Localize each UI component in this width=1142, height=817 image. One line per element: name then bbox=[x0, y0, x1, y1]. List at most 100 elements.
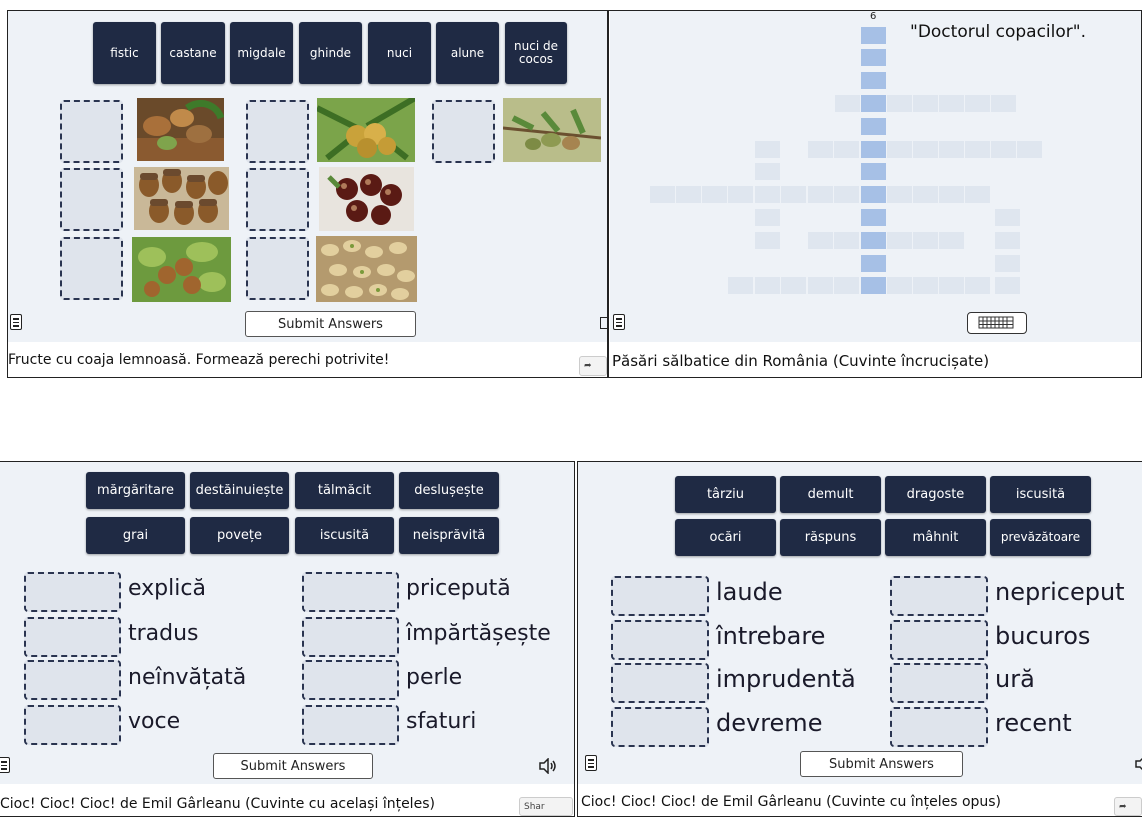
answer-tile[interactable]: târziu bbox=[675, 476, 776, 513]
answer-tile[interactable]: deslușește bbox=[399, 472, 499, 509]
crossword-cell[interactable] bbox=[913, 232, 938, 249]
crossword-cell[interactable] bbox=[887, 95, 912, 112]
crossword-cell[interactable] bbox=[808, 141, 833, 158]
drop-slot[interactable] bbox=[60, 168, 123, 231]
crossword-cell[interactable] bbox=[702, 186, 727, 203]
crossword-cell-active[interactable] bbox=[861, 72, 886, 89]
crossword-cell[interactable] bbox=[965, 186, 990, 203]
crossword-cell[interactable] bbox=[781, 186, 806, 203]
crossword-cell[interactable] bbox=[965, 277, 990, 294]
crossword-cell[interactable] bbox=[676, 186, 701, 203]
answer-tile[interactable]: alune bbox=[436, 22, 499, 84]
drop-slot[interactable] bbox=[890, 663, 988, 703]
answer-tile[interactable]: castane bbox=[161, 22, 225, 84]
crossword-cell[interactable] bbox=[755, 277, 780, 294]
drop-slot[interactable] bbox=[24, 660, 121, 700]
crossword-cell[interactable] bbox=[728, 186, 753, 203]
share-button[interactable]: ➦ bbox=[579, 356, 607, 376]
submit-answers-button[interactable]: Submit Answers bbox=[800, 751, 963, 777]
drop-slot[interactable] bbox=[246, 168, 309, 231]
answer-tile[interactable]: migdale bbox=[230, 22, 293, 84]
crossword-cell-active[interactable] bbox=[861, 163, 886, 180]
drop-slot[interactable] bbox=[890, 620, 988, 660]
answer-tile[interactable]: iscusită bbox=[990, 476, 1091, 513]
crossword-cell[interactable] bbox=[939, 95, 964, 112]
crossword-cell[interactable] bbox=[887, 232, 912, 249]
crossword-cell[interactable] bbox=[887, 277, 912, 294]
answer-tile[interactable]: destăinuiește bbox=[190, 472, 289, 509]
drop-slot[interactable] bbox=[890, 707, 988, 747]
crossword-cell[interactable] bbox=[781, 277, 806, 294]
crossword-cell[interactable] bbox=[913, 95, 938, 112]
drop-slot[interactable] bbox=[611, 620, 709, 660]
crossword-cell[interactable] bbox=[939, 277, 964, 294]
crossword-cell[interactable] bbox=[965, 95, 990, 112]
crossword-cell[interactable] bbox=[939, 141, 964, 158]
share-button[interactable]: ➦ bbox=[1114, 797, 1142, 816]
crossword-cell-active[interactable] bbox=[861, 95, 886, 112]
drop-slot[interactable] bbox=[302, 705, 399, 745]
answer-tile[interactable]: nuci de cocos bbox=[505, 22, 567, 84]
crossword-cell-active[interactable] bbox=[861, 186, 886, 203]
crossword-cell[interactable] bbox=[913, 186, 938, 203]
crossword-cell[interactable] bbox=[834, 232, 859, 249]
menu-icon[interactable] bbox=[10, 314, 22, 330]
drop-slot[interactable] bbox=[246, 100, 309, 163]
drop-slot[interactable] bbox=[302, 660, 399, 700]
answer-tile[interactable]: dragoste bbox=[885, 476, 986, 513]
answer-tile[interactable]: demult bbox=[780, 476, 881, 513]
crossword-cell[interactable] bbox=[939, 232, 964, 249]
crossword-cell[interactable] bbox=[991, 95, 1016, 112]
crossword-cell[interactable] bbox=[650, 186, 675, 203]
menu-icon[interactable] bbox=[0, 757, 10, 773]
crossword-cell[interactable] bbox=[995, 209, 1020, 226]
drop-slot[interactable] bbox=[611, 576, 709, 616]
crossword-cell[interactable] bbox=[755, 186, 780, 203]
answer-tile[interactable]: mâhnit bbox=[885, 519, 986, 556]
crossword-cell[interactable] bbox=[808, 232, 833, 249]
crossword-cell-active[interactable] bbox=[861, 118, 886, 135]
crossword-cell-active[interactable] bbox=[861, 277, 886, 294]
crossword-cell[interactable] bbox=[755, 232, 780, 249]
crossword-cell[interactable] bbox=[755, 141, 780, 158]
crossword-cell[interactable] bbox=[808, 186, 833, 203]
drop-slot[interactable] bbox=[60, 100, 123, 163]
crossword-cell[interactable] bbox=[834, 277, 859, 294]
answer-tile[interactable]: ghinde bbox=[299, 22, 362, 84]
sound-icon[interactable] bbox=[600, 317, 607, 329]
crossword-cell[interactable] bbox=[965, 141, 990, 158]
crossword-cell-active[interactable] bbox=[861, 255, 886, 272]
crossword-cell[interactable] bbox=[1017, 141, 1042, 158]
crossword-cell-active[interactable] bbox=[861, 141, 886, 158]
share-button[interactable]: Shar bbox=[519, 797, 573, 816]
answer-tile[interactable]: fistic bbox=[93, 22, 156, 84]
drop-slot[interactable] bbox=[60, 237, 123, 300]
crossword-cell[interactable] bbox=[887, 186, 912, 203]
drop-slot[interactable] bbox=[611, 707, 709, 747]
drop-slot[interactable] bbox=[302, 617, 399, 657]
answer-tile[interactable]: grai bbox=[86, 517, 185, 554]
submit-answers-button[interactable]: Submit Answers bbox=[245, 311, 416, 337]
menu-icon[interactable] bbox=[585, 755, 597, 771]
crossword-cell[interactable] bbox=[755, 209, 780, 226]
crossword-cell[interactable] bbox=[913, 141, 938, 158]
crossword-cell[interactable] bbox=[995, 255, 1020, 272]
crossword-cell[interactable] bbox=[835, 95, 860, 112]
answer-tile[interactable]: povețe bbox=[190, 517, 289, 554]
drop-slot[interactable] bbox=[890, 576, 988, 616]
keyboard-icon[interactable] bbox=[967, 312, 1027, 334]
answer-tile[interactable]: nuci bbox=[368, 22, 431, 84]
drop-slot[interactable] bbox=[24, 705, 121, 745]
crossword-cell-active[interactable] bbox=[861, 232, 886, 249]
sound-icon[interactable] bbox=[1134, 756, 1142, 772]
answer-tile[interactable]: prevăzătoare bbox=[990, 519, 1091, 556]
crossword-cell[interactable] bbox=[834, 186, 859, 203]
drop-slot[interactable] bbox=[432, 100, 495, 163]
drop-slot[interactable] bbox=[246, 237, 309, 300]
answer-tile[interactable]: răspuns bbox=[780, 519, 881, 556]
drop-slot[interactable] bbox=[24, 617, 121, 657]
submit-answers-button[interactable]: Submit Answers bbox=[213, 753, 373, 779]
crossword-cell-active[interactable] bbox=[861, 209, 886, 226]
answer-tile[interactable]: iscusită bbox=[295, 517, 394, 554]
answer-tile[interactable]: mărgăritare bbox=[86, 472, 185, 509]
